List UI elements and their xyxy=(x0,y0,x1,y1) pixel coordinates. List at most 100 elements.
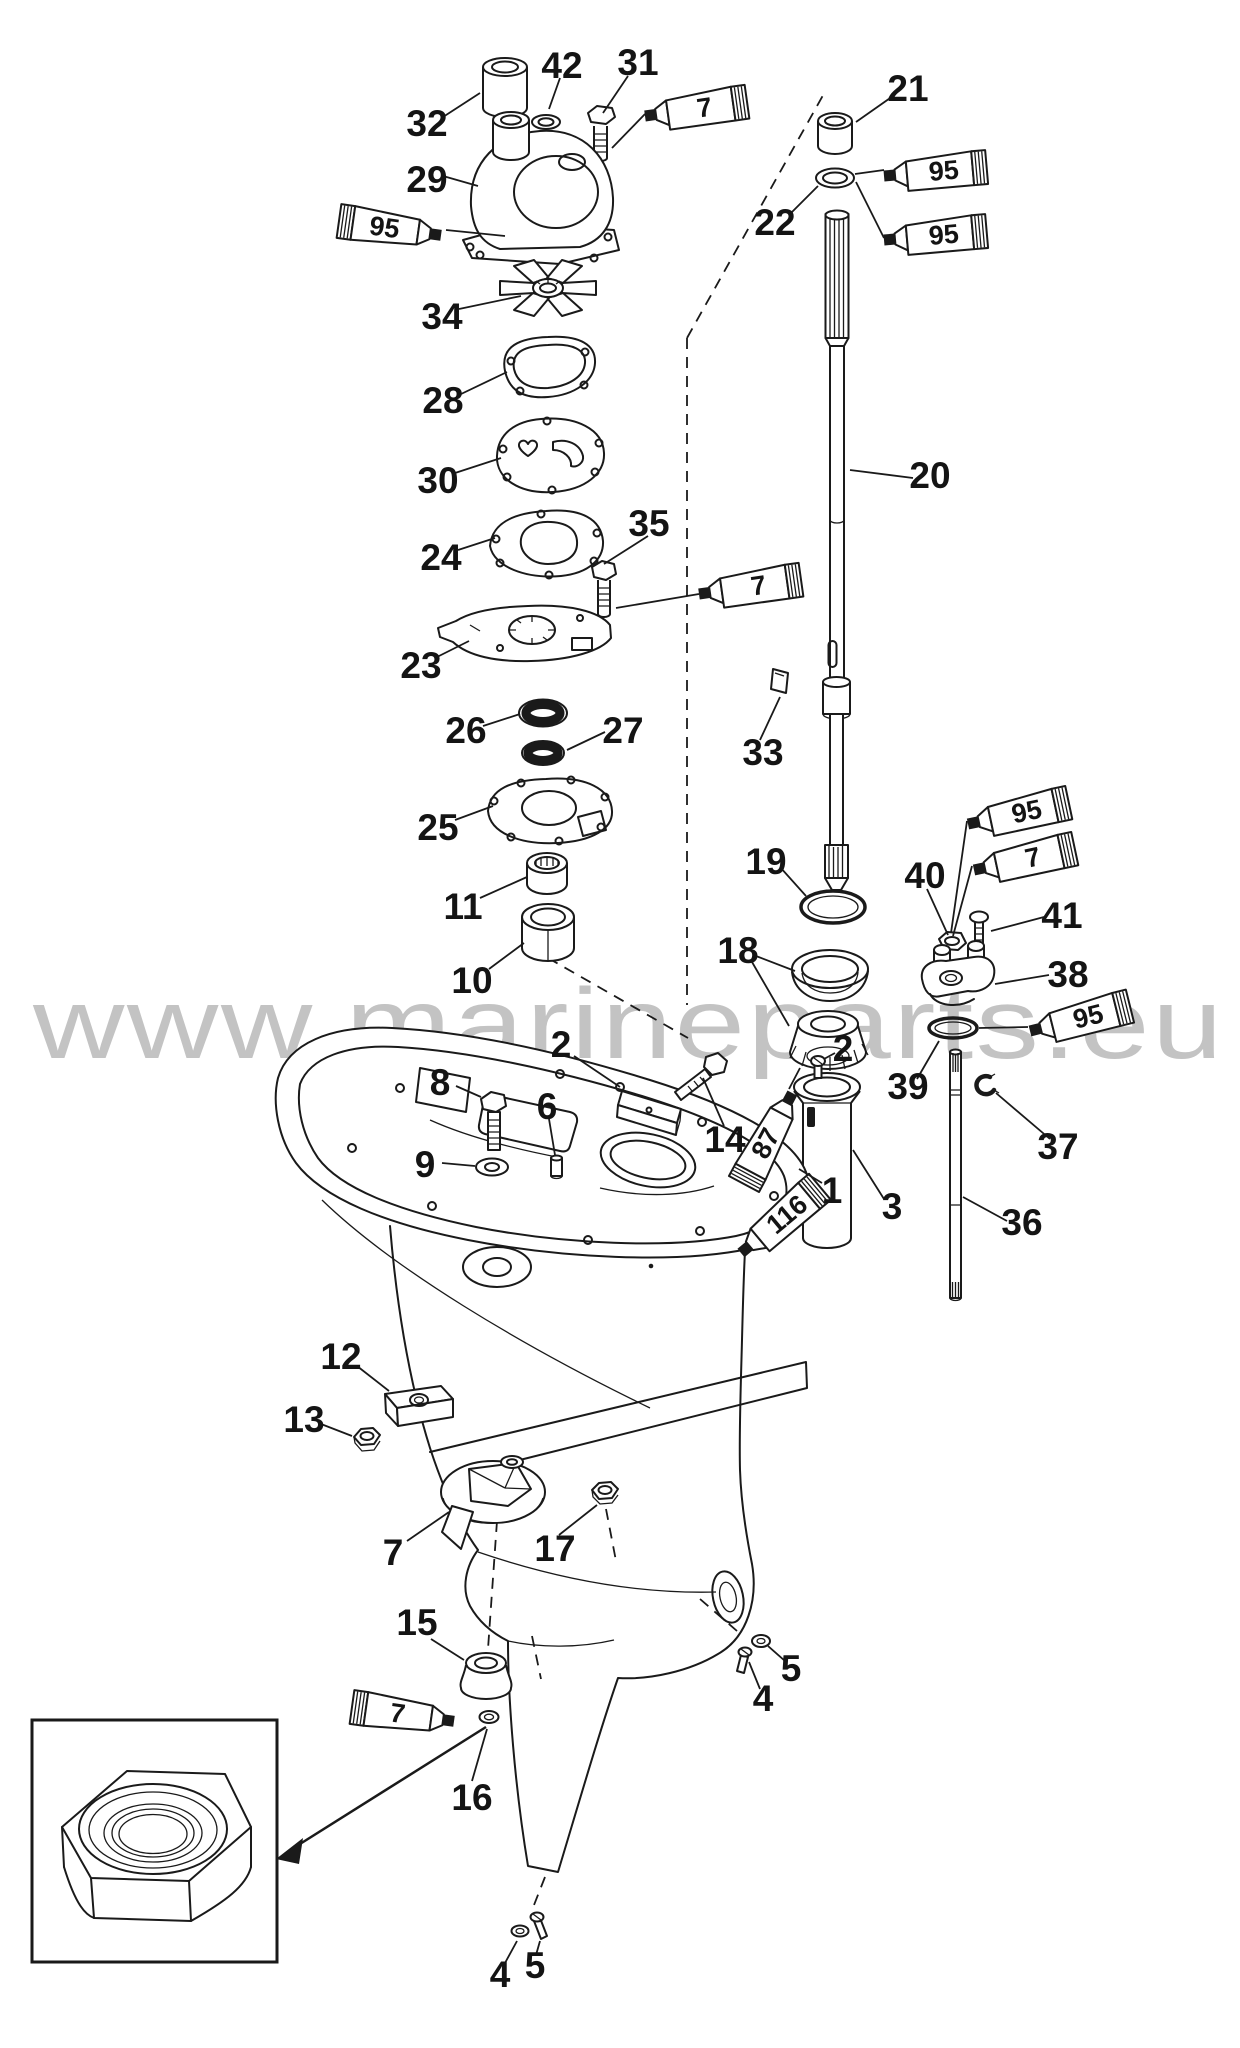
part-6-dowel-pin xyxy=(550,1154,563,1180)
part-15-spacer-nut xyxy=(459,1652,513,1700)
part-label-23: 23 xyxy=(400,645,441,686)
inset-detail-box xyxy=(30,1718,487,1964)
part-18-bearing-cup xyxy=(791,949,869,1002)
part-42-grommet xyxy=(531,114,561,130)
part-37-e-clip xyxy=(974,1073,1000,1097)
tube-label-95: 95 xyxy=(368,210,402,244)
tube-label-95: 95 xyxy=(927,155,960,188)
part-label-12: 12 xyxy=(320,1336,361,1377)
part-label-21: 21 xyxy=(887,68,928,109)
part-label-22: 22 xyxy=(754,202,795,243)
part-label-1: 1 xyxy=(822,1170,843,1211)
part-30-face-plate xyxy=(495,416,606,495)
part-label-26: 26 xyxy=(445,710,486,751)
part-label-31: 31 xyxy=(617,42,658,83)
part-label-15: 15 xyxy=(396,1602,437,1643)
part-label-42: 42 xyxy=(541,45,582,86)
part-label-6: 6 xyxy=(537,1086,558,1127)
tube-label-7: 7 xyxy=(388,1698,407,1730)
part-19-o-ring xyxy=(799,889,867,925)
callout-labels: 32 42 31 29 34 28 30 24 35 23 26 27 25 1… xyxy=(283,42,1088,1995)
tube-95-seal-upper: 95 xyxy=(881,149,990,194)
part-label-4-bottom: 4 xyxy=(490,1954,511,1995)
part-23-pump-base-plate xyxy=(437,604,612,663)
part-label-37: 37 xyxy=(1037,1126,1078,1167)
part-36-shift-shaft xyxy=(949,1048,962,1302)
part-label-41: 41 xyxy=(1041,895,1082,936)
tube-label-95: 95 xyxy=(1070,998,1106,1034)
tube-95-nut40: 95 xyxy=(963,784,1074,842)
part-4-washer-right xyxy=(751,1634,771,1648)
part-32-bushing xyxy=(482,57,528,118)
part-label-7: 7 xyxy=(383,1532,404,1573)
tube-7-top: 7 xyxy=(641,83,751,134)
part-label-4-right: 4 xyxy=(753,1678,774,1719)
part-11-bearing xyxy=(526,852,568,895)
part-label-9: 9 xyxy=(415,1144,436,1185)
part-label-30: 30 xyxy=(417,460,458,501)
part-2-screw-right xyxy=(810,1055,826,1079)
part-10-sleeve xyxy=(521,903,575,962)
part-label-17: 17 xyxy=(534,1528,575,1569)
part-16-washer xyxy=(478,1710,500,1724)
part-label-5-bottom: 5 xyxy=(525,1945,546,1986)
part-13-nut xyxy=(353,1427,381,1452)
part-29-water-pump-housing xyxy=(462,111,620,265)
part-label-19: 19 xyxy=(745,841,786,882)
part-label-39: 39 xyxy=(887,1066,928,1107)
tube-7-bolt35: 7 xyxy=(695,561,805,612)
part-label-32: 32 xyxy=(406,103,447,144)
part-22-seal-ring xyxy=(815,167,855,189)
part-4-washer-bottom xyxy=(510,1924,530,1938)
tube-95-oring39: 95 xyxy=(1024,988,1136,1049)
watermark-text: www.marineparts.eu xyxy=(32,968,1225,1080)
tube-7-nut40: 7 xyxy=(969,830,1080,888)
part-label-16: 16 xyxy=(451,1777,492,1818)
part-28-gasket xyxy=(503,335,597,399)
part-21-cap xyxy=(817,112,853,155)
part-25-gasket xyxy=(487,775,614,846)
part-5-screw-right xyxy=(736,1646,753,1674)
part-label-38: 38 xyxy=(1047,954,1088,995)
part-12-anode-plate xyxy=(384,1385,454,1427)
part-label-27: 27 xyxy=(602,710,643,751)
part-20-driveshaft xyxy=(822,209,851,891)
part-label-8: 8 xyxy=(430,1062,451,1103)
part-label-3: 3 xyxy=(882,1186,903,1227)
part-label-33: 33 xyxy=(742,732,783,773)
tube-label-7: 7 xyxy=(695,92,714,124)
inset-arrow-line xyxy=(291,1725,487,1851)
part-26-oil-seal xyxy=(518,698,568,728)
part-label-18: 18 xyxy=(717,930,758,971)
tube-95-pump: 95 xyxy=(335,203,445,254)
part-27-oil-seal xyxy=(521,740,565,766)
part-label-13: 13 xyxy=(283,1399,324,1440)
part-33-key xyxy=(770,668,789,694)
part-34-impeller xyxy=(499,259,597,317)
part-label-34: 34 xyxy=(421,296,463,337)
part-label-5-right: 5 xyxy=(781,1648,802,1689)
part-label-35: 35 xyxy=(628,503,669,544)
part-18-tapered-bearing xyxy=(789,1010,869,1071)
tube-7-washer16: 7 xyxy=(348,1689,458,1740)
tube-95-seal-lower: 95 xyxy=(881,213,990,258)
part-9-washer xyxy=(475,1157,509,1177)
inset-prop-nut xyxy=(61,1770,252,1922)
inset-arrow-head xyxy=(276,1838,303,1864)
part-label-20: 20 xyxy=(909,455,950,496)
part-38-shift-cam xyxy=(920,940,996,1006)
part-label-14: 14 xyxy=(704,1119,746,1160)
part-14-bolt xyxy=(674,1052,728,1101)
part-7-trim-tab xyxy=(440,1455,546,1550)
part-5-screw-bottom xyxy=(529,1911,548,1940)
part-8-bolt xyxy=(480,1091,507,1151)
part-label-11: 11 xyxy=(443,886,482,927)
part-35-bolt xyxy=(591,560,617,618)
part-label-2: 2 xyxy=(551,1024,572,1065)
part-2-anchor-block xyxy=(616,1090,682,1136)
tube-label-95: 95 xyxy=(927,219,960,252)
part-label-24: 24 xyxy=(420,537,462,578)
part-label-29: 29 xyxy=(406,159,447,200)
part-label-28: 28 xyxy=(422,380,463,421)
